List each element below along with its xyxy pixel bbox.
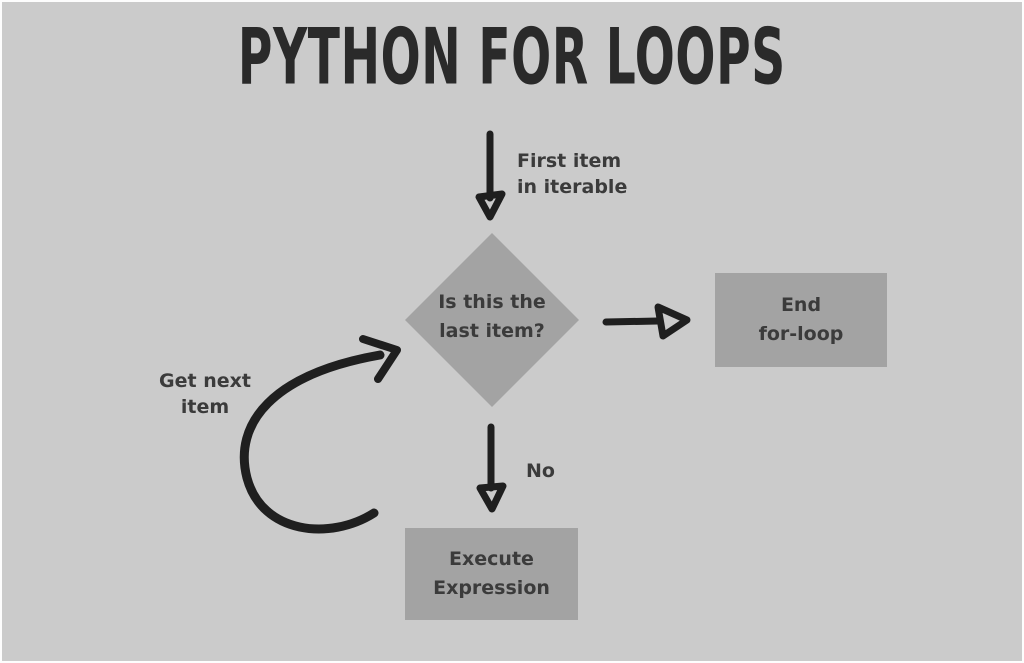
start-edge-line-1: First item xyxy=(517,150,622,172)
arrow-down-icon xyxy=(475,130,506,221)
decision-diamond-shape xyxy=(405,233,579,407)
arrow-down-icon xyxy=(476,423,507,513)
arrow-right-icon xyxy=(602,303,691,340)
curved-arrow-up-right-icon xyxy=(239,335,401,534)
execute-line-1: Execute xyxy=(449,548,534,570)
loop-edge-line-2: item xyxy=(180,396,230,418)
decision-line-1: Is this the xyxy=(438,291,546,313)
no-edge-label: No xyxy=(526,460,555,482)
end-line-1: End xyxy=(780,294,822,316)
execute-node: Execute Expression xyxy=(405,528,578,620)
decision-line-2: last item? xyxy=(439,320,545,342)
decision-node-label: Is this the last item? xyxy=(405,230,579,404)
execute-line-2: Expression xyxy=(433,577,550,599)
loop-edge-line-1: Get next xyxy=(159,370,251,392)
title-bar: PYTHON FOR LOOPS xyxy=(0,10,1024,102)
end-node: End for-loop xyxy=(715,273,887,367)
start-edge-line-2: in iterable xyxy=(517,176,628,198)
page-title: PYTHON FOR LOOPS xyxy=(238,10,786,102)
end-line-2: for-loop xyxy=(758,323,844,345)
loop-edge-label: Get next item xyxy=(150,368,260,420)
start-edge-label: First item in iterable xyxy=(517,148,627,200)
